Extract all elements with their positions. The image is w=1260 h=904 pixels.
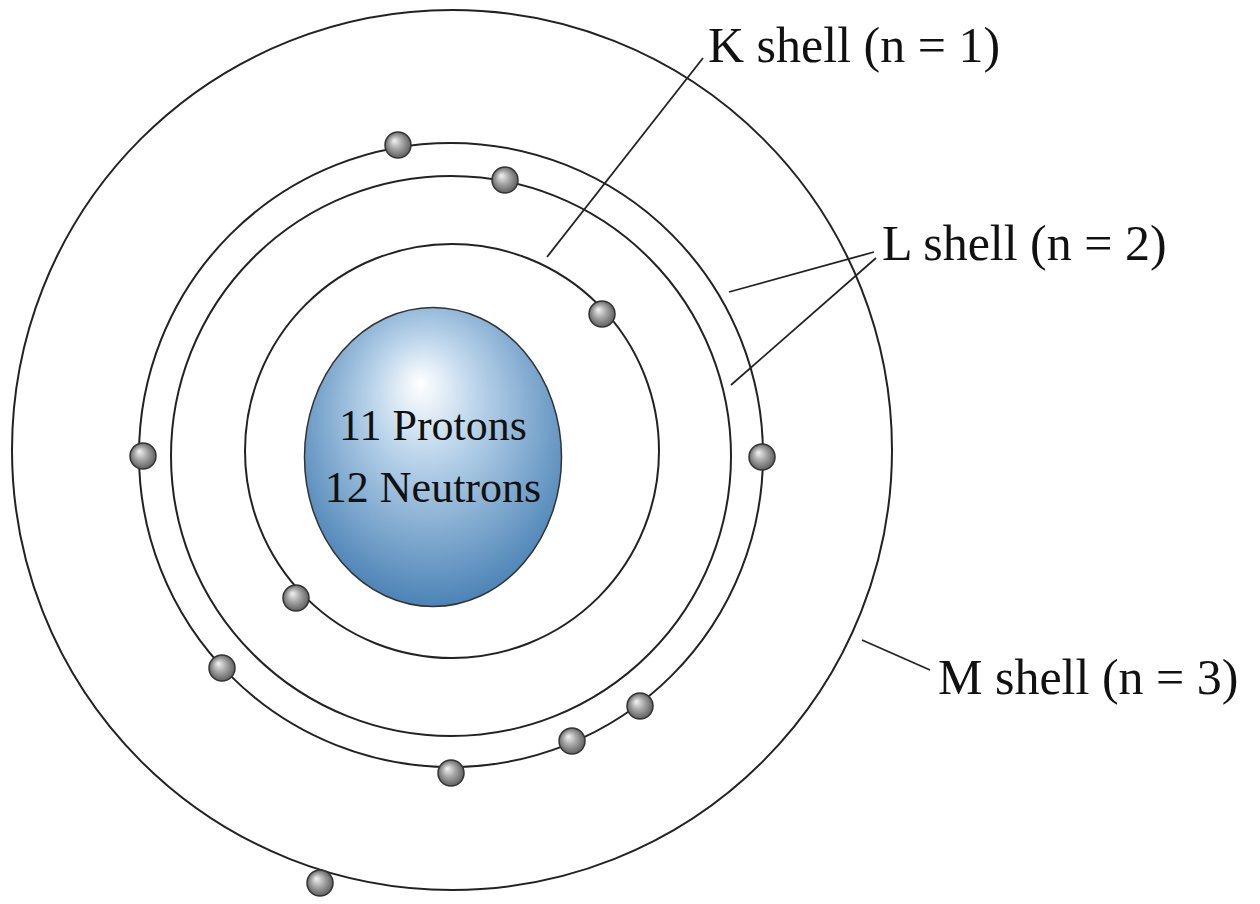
electron — [438, 760, 464, 786]
nucleus-text: 12 Neutrons — [325, 464, 541, 512]
m-shell-orbit — [12, 10, 892, 890]
leader-line — [731, 258, 876, 385]
electron — [385, 132, 411, 158]
shell-label: K shell (n = 1) — [708, 18, 1000, 73]
nucleus-shape — [303, 306, 563, 608]
shell-label: M shell (n = 3) — [938, 650, 1238, 705]
electron — [589, 301, 615, 327]
l-shell-orbit — [171, 176, 731, 736]
electron — [559, 728, 585, 754]
electron — [130, 443, 156, 469]
electron — [492, 167, 518, 193]
shell-label: L shell (n = 2) — [882, 216, 1167, 271]
electron — [627, 693, 653, 719]
nucleus-text: 11 Protons — [339, 402, 527, 450]
nucleus-outline — [305, 308, 562, 607]
leader-line — [862, 640, 930, 670]
leader-line — [547, 58, 703, 257]
electron — [209, 655, 235, 681]
l-shell-orbit — [139, 143, 763, 767]
k-shell-orbit — [245, 244, 659, 658]
electron — [307, 870, 333, 896]
nucleus: 11 Protons 12 Neutrons — [303, 306, 563, 608]
leader-line — [729, 252, 874, 292]
electron — [283, 585, 309, 611]
electron — [749, 444, 775, 470]
